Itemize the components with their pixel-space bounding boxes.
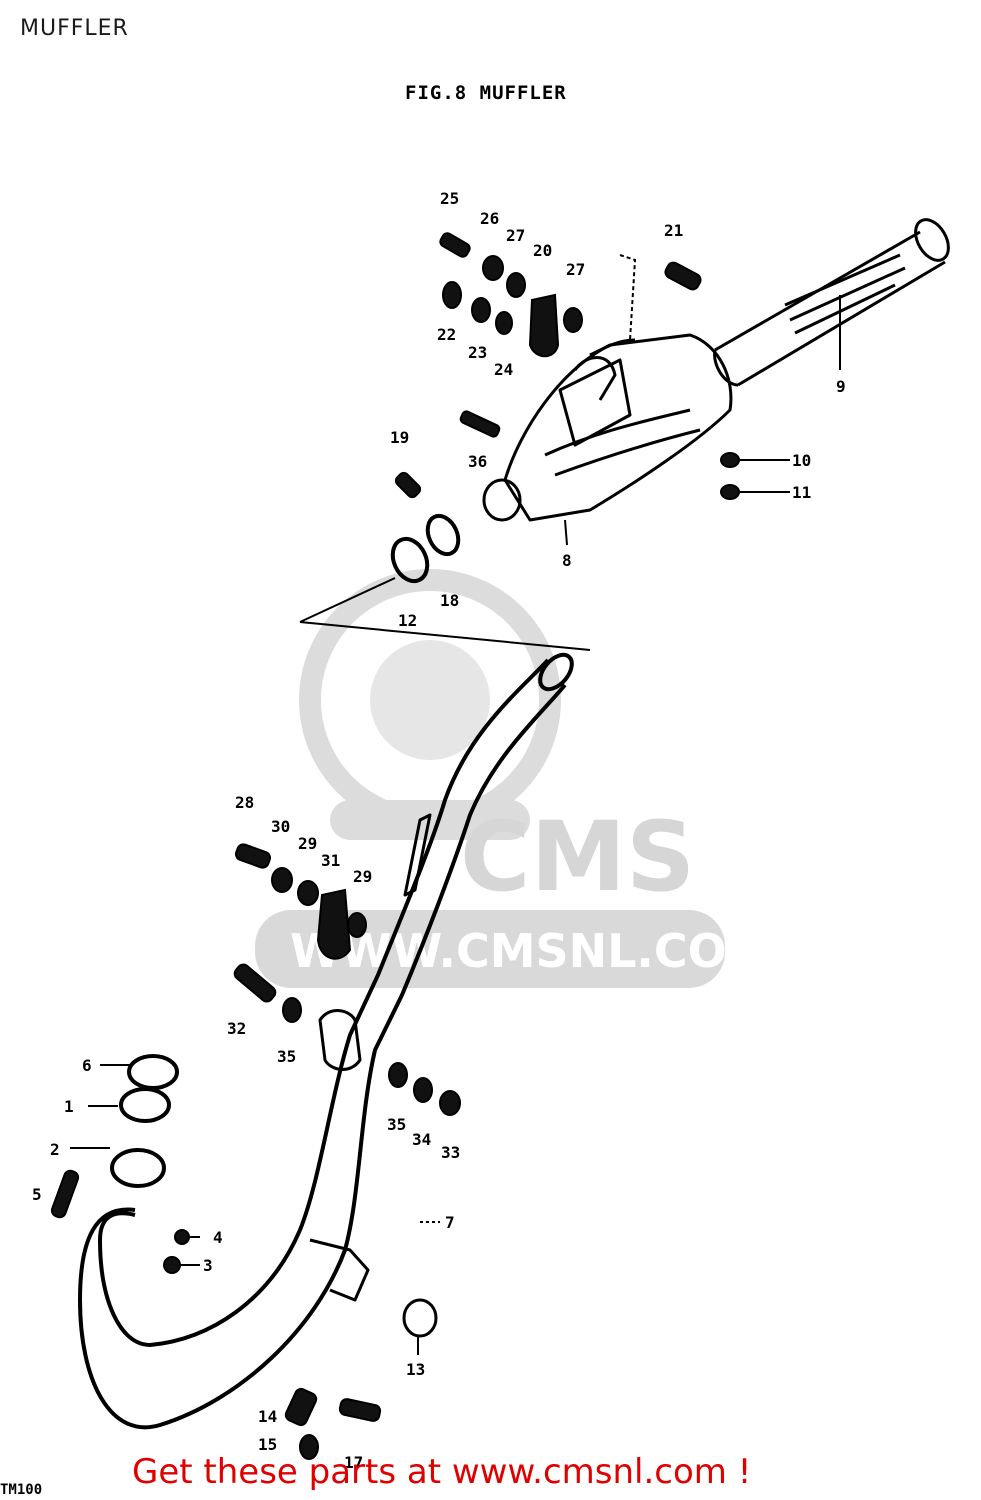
callout-12: 12: [398, 611, 417, 630]
callout-30: 30: [271, 817, 290, 836]
model-code: TM100: [0, 1482, 43, 1498]
callout-4: 4: [213, 1228, 223, 1247]
callout-29a: 29: [298, 834, 317, 853]
callout-19: 19: [390, 428, 409, 447]
callout-31: 31: [321, 851, 340, 870]
callout-6: 6: [82, 1056, 92, 1075]
figure-title: FIG.8 MUFFLER: [405, 82, 567, 104]
exhaust-pipe: [78, 652, 574, 1430]
tail-pipe: [713, 218, 950, 387]
leader-lines: [70, 254, 841, 1355]
callout-labels: 1 2 3 4 5 6 7 8 9 10 11 12 13 14 15 17 1…: [32, 189, 846, 1472]
callout-1: 1: [64, 1097, 74, 1116]
callout-9: 9: [836, 377, 846, 396]
promo-link[interactable]: Get these parts at www.cmsnl.com !: [132, 1452, 752, 1492]
callout-11: 11: [792, 483, 811, 502]
gaskets: [110, 513, 461, 1338]
callout-10: 10: [792, 451, 811, 470]
callout-29b: 29: [353, 867, 372, 886]
callout-35b: 35: [277, 1047, 296, 1066]
callout-32: 32: [227, 1019, 246, 1038]
callout-35a: 35: [387, 1115, 406, 1134]
page-title: MUFFLER: [20, 16, 129, 41]
callout-7: 7: [445, 1213, 455, 1232]
callout-33: 33: [441, 1143, 460, 1162]
callout-26: 26: [480, 209, 499, 228]
callout-21: 21: [664, 221, 683, 240]
callout-36: 36: [468, 452, 487, 471]
callout-24: 24: [494, 360, 513, 379]
muffler-body: [482, 333, 733, 522]
watermark-url: WWW.CMSNL.COM: [290, 924, 773, 978]
callout-22: 22: [437, 325, 456, 344]
callout-15: 15: [258, 1435, 277, 1454]
callout-23: 23: [468, 343, 487, 362]
callout-2: 2: [50, 1140, 60, 1159]
callout-27a: 27: [506, 226, 525, 245]
callout-8: 8: [562, 551, 572, 570]
callout-20: 20: [533, 241, 552, 260]
watermark-brand: CMS: [460, 801, 695, 913]
callout-34: 34: [412, 1130, 431, 1149]
callout-18: 18: [440, 591, 459, 610]
callout-28: 28: [235, 793, 254, 812]
callout-14: 14: [258, 1407, 277, 1426]
callout-13: 13: [406, 1360, 425, 1379]
callout-3: 3: [203, 1256, 213, 1275]
callout-5: 5: [32, 1185, 42, 1204]
callout-27b: 27: [566, 260, 585, 279]
fasteners: [50, 232, 740, 1460]
callout-25: 25: [440, 189, 459, 208]
callout-17: 17: [344, 1453, 363, 1472]
